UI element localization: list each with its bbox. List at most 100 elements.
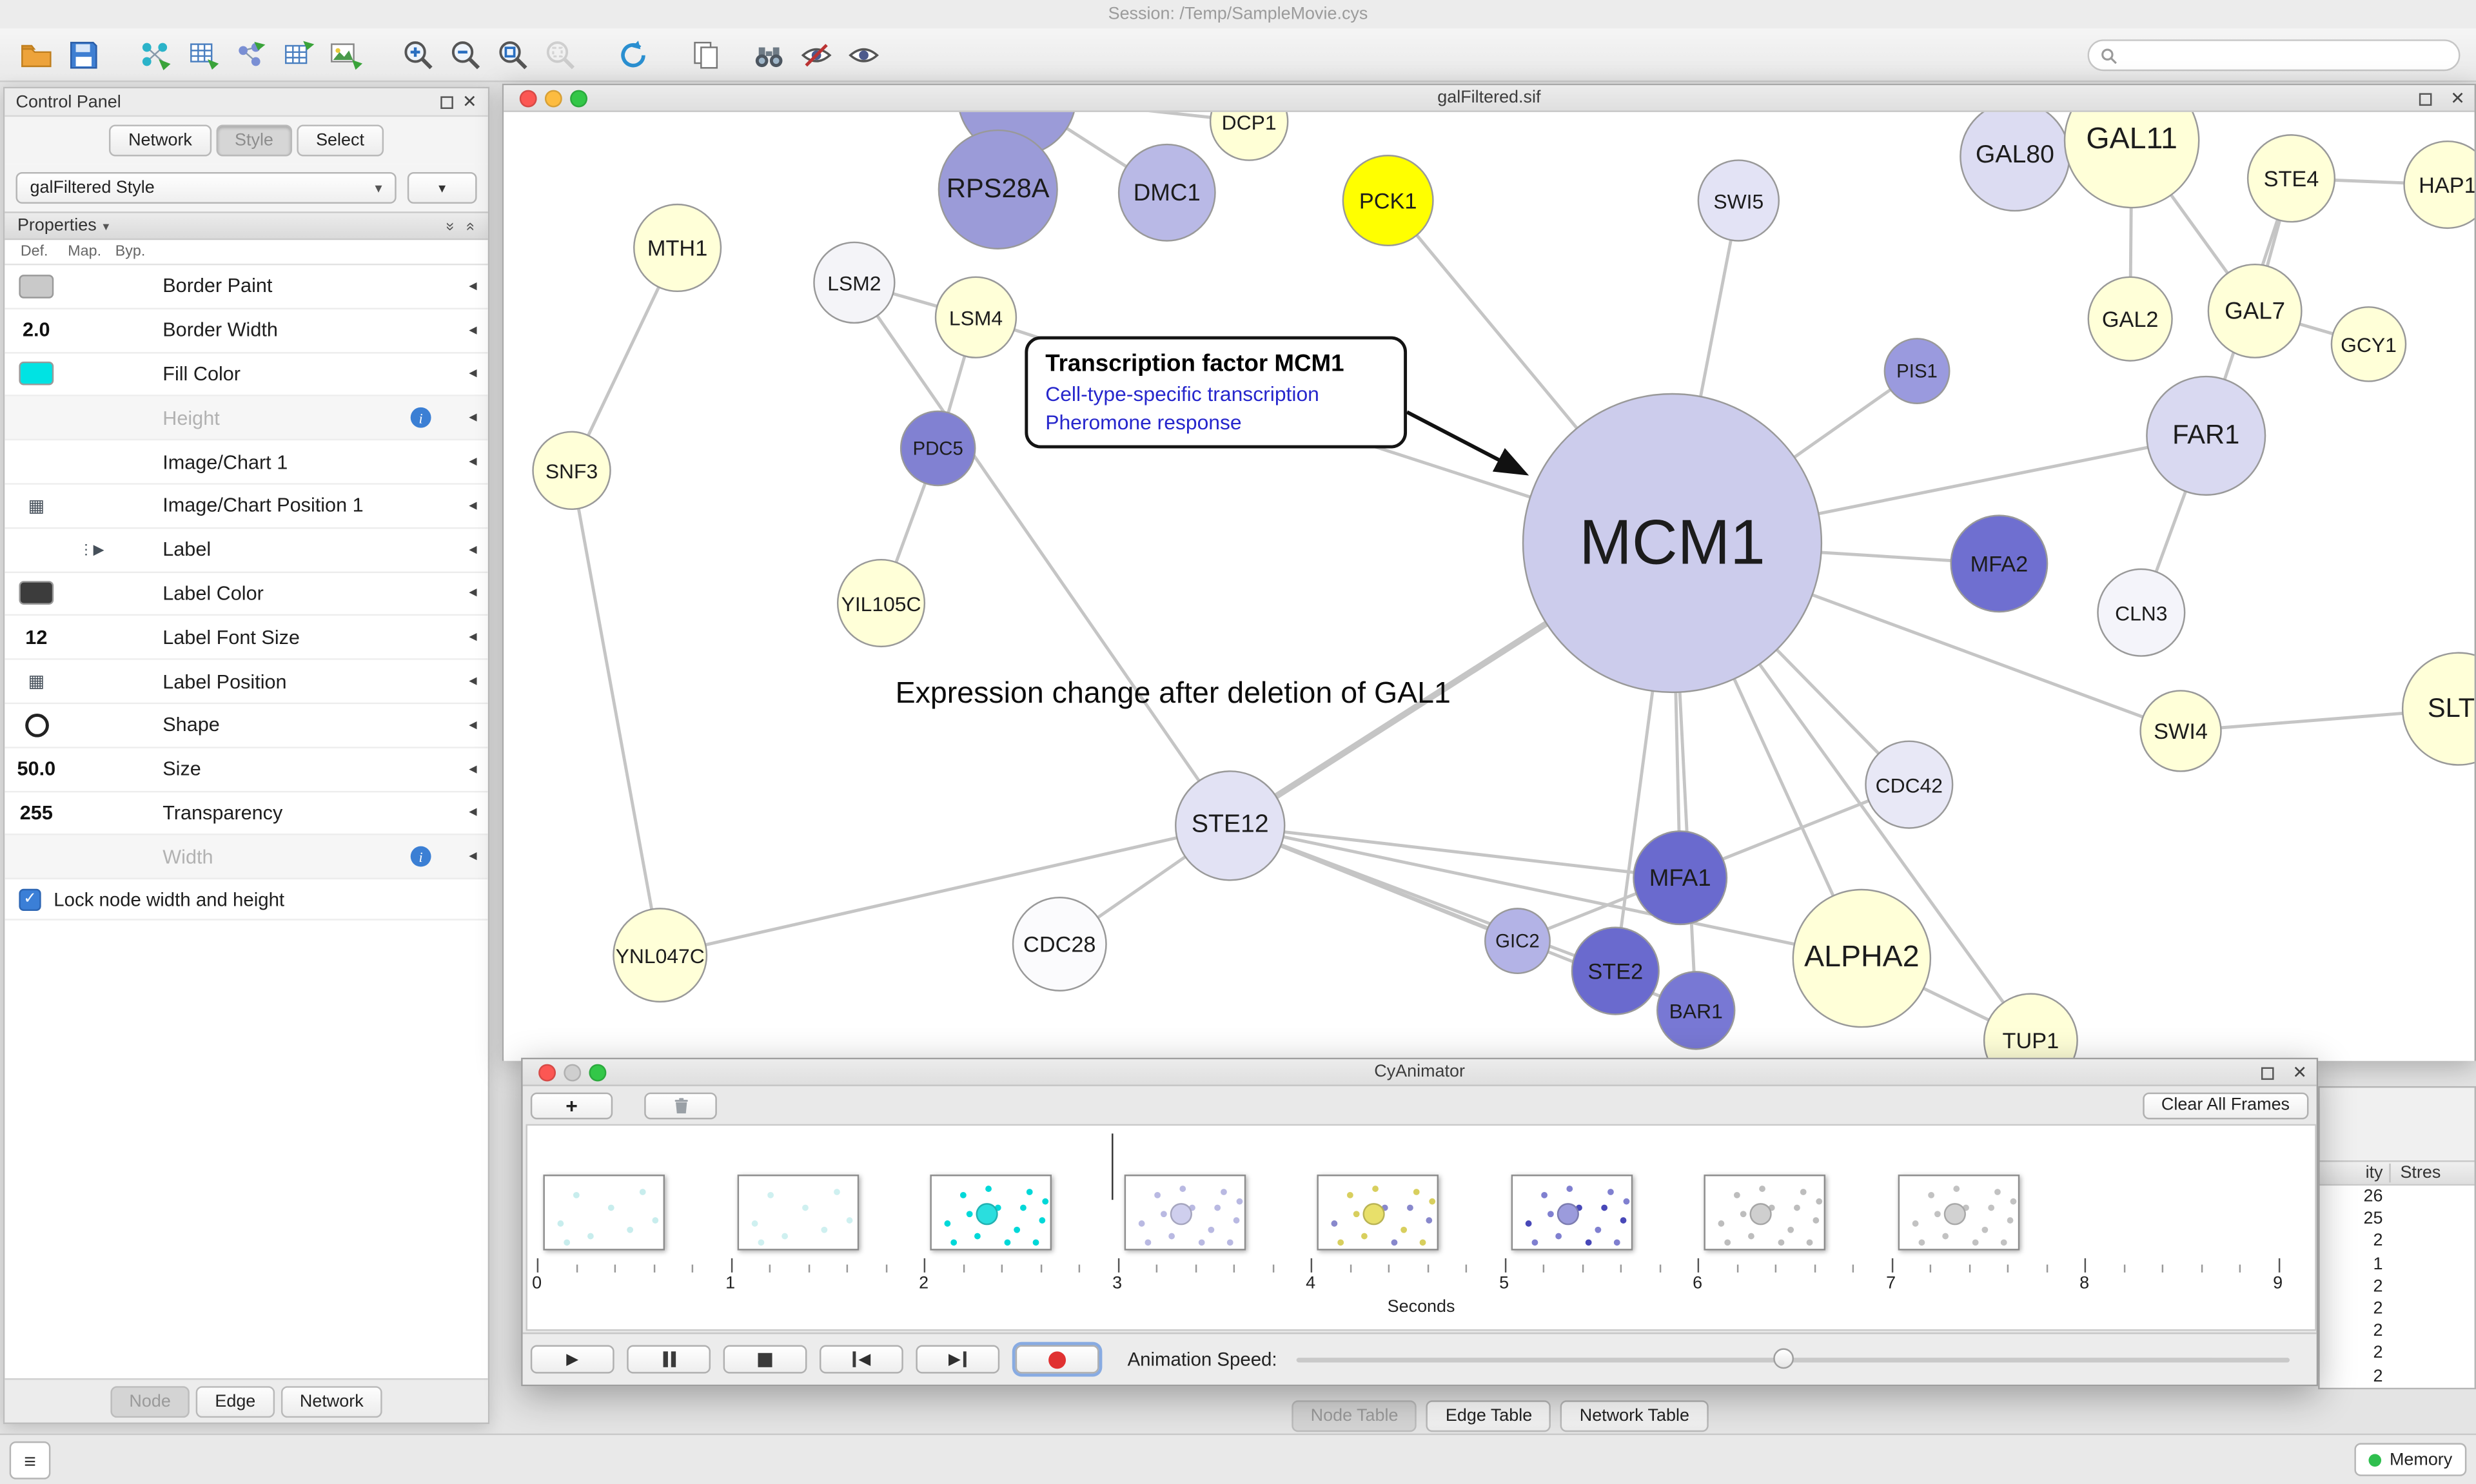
expand-all-icon[interactable]: « bbox=[462, 221, 480, 231]
first-neighbors-button[interactable] bbox=[745, 32, 792, 77]
expand-row-icon[interactable]: ◂ bbox=[469, 497, 477, 515]
expand-row-icon[interactable]: ◂ bbox=[469, 716, 477, 734]
node-pis1[interactable]: PIS1 bbox=[1883, 338, 1950, 404]
tab-network[interactable]: Network bbox=[109, 124, 211, 157]
animation-speed-slider[interactable] bbox=[1295, 1345, 2290, 1374]
expand-row-icon[interactable]: ◂ bbox=[469, 453, 477, 471]
node-mcm1[interactable]: MCM1 bbox=[1522, 393, 1823, 694]
side-table-column[interactable]: Stres bbox=[2389, 1163, 2474, 1183]
export-image-button[interactable] bbox=[322, 32, 369, 77]
default-value-cell[interactable]: 255 bbox=[5, 802, 68, 824]
node-ynl047c[interactable]: YNL047C bbox=[613, 908, 708, 1003]
node-swi5[interactable]: SWI5 bbox=[1697, 159, 1780, 242]
close-traffic-icon[interactable] bbox=[538, 1064, 556, 1082]
property-row-label-position[interactable]: ▦Label Position◂ bbox=[5, 660, 488, 705]
side-table-column[interactable]: ity bbox=[2365, 1163, 2383, 1183]
property-row-image-chart-1[interactable]: Image/Chart 1◂ bbox=[5, 440, 488, 485]
table-row[interactable]: 26 bbox=[2320, 1186, 2475, 1208]
expand-row-icon[interactable]: ◂ bbox=[469, 541, 477, 559]
import-network-button[interactable] bbox=[133, 32, 180, 77]
property-row-label-color[interactable]: Label Color◂ bbox=[5, 572, 488, 617]
color-swatch[interactable] bbox=[19, 362, 54, 386]
tab-node[interactable]: Node bbox=[110, 1385, 190, 1417]
color-swatch[interactable] bbox=[19, 581, 54, 606]
node-ste4[interactable]: STE4 bbox=[2246, 134, 2336, 223]
style-options-button[interactable]: ▾ bbox=[407, 171, 477, 204]
default-value-cell[interactable] bbox=[5, 362, 68, 386]
frame-thumbnail[interactable] bbox=[1704, 1175, 1826, 1251]
add-frame-button[interactable]: + bbox=[530, 1091, 613, 1119]
default-value-cell[interactable]: 2.0 bbox=[5, 319, 68, 341]
minimize-traffic-icon[interactable] bbox=[544, 90, 562, 108]
expand-row-icon[interactable]: ◂ bbox=[469, 409, 477, 427]
ellipse-shape-icon[interactable] bbox=[24, 713, 48, 737]
node-gal2[interactable]: GAL2 bbox=[2087, 276, 2173, 362]
node-hap1[interactable]: HAP1 bbox=[2403, 140, 2475, 229]
frame-thumbnail[interactable] bbox=[1317, 1175, 1439, 1251]
expand-row-icon[interactable]: ◂ bbox=[469, 321, 477, 339]
export-table-button[interactable] bbox=[275, 32, 322, 77]
zoom-traffic-icon[interactable] bbox=[570, 90, 588, 108]
table-row[interactable]: 2 bbox=[2320, 1298, 2475, 1320]
float-window-icon[interactable] bbox=[2261, 1066, 2274, 1079]
node-swi4[interactable]: SWI4 bbox=[2139, 690, 2222, 772]
default-value-cell[interactable] bbox=[5, 713, 68, 737]
table-row[interactable]: 25 bbox=[2320, 1208, 2475, 1231]
record-button[interactable] bbox=[1015, 1345, 1099, 1374]
expand-row-icon[interactable]: ◂ bbox=[469, 760, 477, 778]
default-value-cell[interactable]: ▦ bbox=[5, 671, 68, 691]
expand-row-icon[interactable]: ◂ bbox=[469, 365, 477, 383]
frame-thumbnail[interactable] bbox=[1897, 1175, 2019, 1251]
node-cdc42[interactable]: CDC42 bbox=[1865, 740, 1954, 829]
edge[interactable] bbox=[660, 824, 1231, 957]
float-window-icon[interactable] bbox=[2419, 92, 2432, 105]
tab-node-table[interactable]: Node Table bbox=[1292, 1400, 1417, 1432]
copy-button[interactable] bbox=[682, 32, 729, 77]
style-dropdown[interactable]: galFiltered Style ▾ bbox=[15, 171, 397, 204]
minimize-traffic-icon[interactable] bbox=[564, 1064, 582, 1082]
node-cdc28[interactable]: CDC28 bbox=[1012, 897, 1107, 991]
close-icon[interactable]: ✕ bbox=[462, 93, 477, 112]
float-window-icon[interactable] bbox=[440, 95, 453, 108]
mapping-icon[interactable]: ⋮▶ bbox=[79, 541, 104, 557]
edge[interactable] bbox=[852, 281, 1232, 827]
table-row[interactable]: 2 bbox=[2320, 1320, 2475, 1343]
zoom-fit-button[interactable] bbox=[489, 32, 536, 77]
node-lsm2[interactable]: LSM2 bbox=[813, 241, 896, 324]
node-ste2[interactable]: STE2 bbox=[1571, 926, 1660, 1015]
show-all-button[interactable] bbox=[840, 32, 887, 77]
skip-start-button[interactable]: ◀ bbox=[820, 1345, 903, 1374]
table-row[interactable]: 2 bbox=[2320, 1275, 2475, 1298]
export-network-button[interactable] bbox=[228, 32, 275, 77]
node-lsm4[interactable]: LSM4 bbox=[934, 276, 1017, 358]
edge[interactable] bbox=[1230, 824, 1862, 960]
slider-thumb[interactable] bbox=[1773, 1348, 1794, 1369]
lock-size-checkbox[interactable]: ✓ bbox=[19, 888, 41, 911]
panel-list-button[interactable]: ≡ bbox=[9, 1441, 51, 1479]
import-table-button[interactable] bbox=[180, 32, 227, 77]
expand-row-icon[interactable]: ◂ bbox=[469, 672, 477, 690]
node-dmc1[interactable]: DMC1 bbox=[1117, 143, 1216, 242]
expand-row-icon[interactable]: ◂ bbox=[469, 585, 477, 603]
network-canvas[interactable]: Transcription factor MCM1 Cell-type-spec… bbox=[504, 112, 2475, 1061]
expand-row-icon[interactable]: ◂ bbox=[469, 804, 477, 822]
annotation-link[interactable]: Pheromone response bbox=[1045, 410, 1242, 434]
stop-button[interactable] bbox=[723, 1345, 807, 1374]
open-session-button[interactable] bbox=[13, 32, 60, 77]
search-field[interactable] bbox=[2087, 39, 2461, 72]
node-gal7[interactable]: GAL7 bbox=[2207, 263, 2303, 358]
table-row[interactable]: 2 bbox=[2320, 1365, 2475, 1387]
expand-row-icon[interactable]: ◂ bbox=[469, 629, 477, 647]
node-mfa2[interactable]: MFA2 bbox=[1950, 514, 2049, 613]
node-rps28a[interactable]: RPS28A bbox=[938, 129, 1058, 249]
tab-style[interactable]: Style bbox=[215, 124, 293, 157]
close-icon[interactable]: ✕ bbox=[2450, 90, 2465, 109]
collapse-all-icon[interactable]: » bbox=[440, 221, 458, 231]
info-icon[interactable]: i bbox=[410, 846, 431, 868]
node-pck1[interactable]: PCK1 bbox=[1342, 155, 1434, 247]
frame-thumbnail[interactable] bbox=[1510, 1175, 1633, 1251]
zoom-out-button[interactable] bbox=[442, 32, 489, 77]
default-value-cell[interactable]: ▦ bbox=[5, 496, 68, 516]
table-row[interactable]: 2 bbox=[2320, 1342, 2475, 1365]
